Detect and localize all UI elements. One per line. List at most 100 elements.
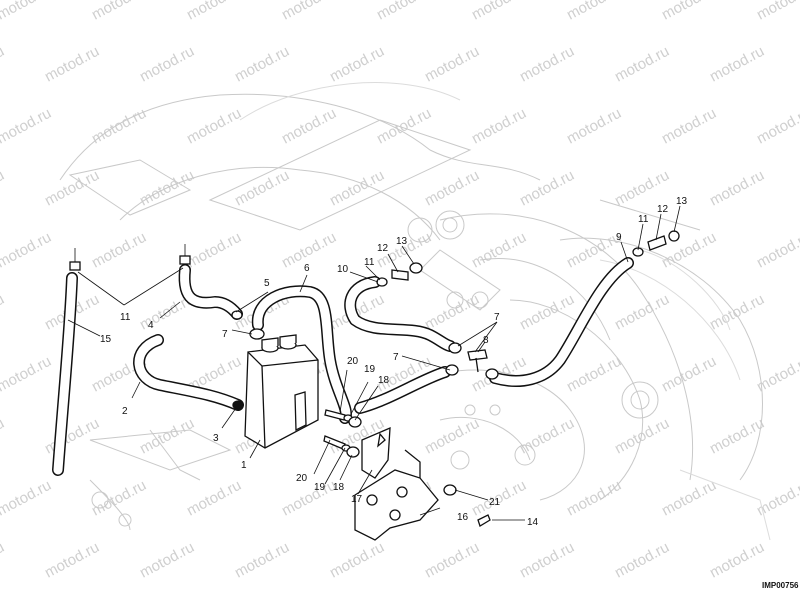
callout-4: 4 bbox=[148, 320, 154, 331]
callout-18b: 18 bbox=[333, 482, 345, 493]
watermark-text: motod.ru bbox=[0, 167, 7, 210]
watermark-text: motod.ru bbox=[374, 0, 434, 24]
watermark-text: motod.ru bbox=[0, 539, 7, 582]
carbon-canister bbox=[244, 334, 319, 449]
watermark-text: motod.ru bbox=[422, 43, 482, 86]
callout-11b: 11 bbox=[364, 257, 375, 268]
callout-15: 15 bbox=[100, 334, 112, 345]
watermark-text: motod.ru bbox=[0, 0, 54, 24]
watermark-text: motod.ru bbox=[0, 43, 7, 86]
callout-1: 1 bbox=[241, 460, 247, 471]
watermark-text: motod.ru bbox=[564, 353, 624, 396]
hose-9 bbox=[489, 257, 634, 387]
watermark-text: motod.ru bbox=[0, 105, 54, 148]
watermark-text: motod.ru bbox=[517, 167, 577, 210]
watermark-text: motod.ru bbox=[707, 167, 767, 210]
watermark-text: motod.ru bbox=[89, 477, 149, 520]
watermark-text: motod.ru bbox=[422, 539, 482, 582]
watermark-text: motod.ru bbox=[279, 105, 339, 148]
watermark-text: motod.ru bbox=[422, 291, 482, 334]
callout-12a: 12 bbox=[377, 243, 389, 254]
watermark-text: motod.ru bbox=[137, 415, 197, 458]
nut-21 bbox=[443, 484, 457, 496]
watermark-text: motod.ru bbox=[659, 105, 719, 148]
watermark-text: motod.ru bbox=[469, 105, 529, 148]
watermark-text: motod.ru bbox=[564, 0, 624, 24]
watermark-text: motod.ru bbox=[754, 353, 800, 396]
callout-7c: 7 bbox=[393, 352, 399, 363]
clamp-7-lower bbox=[445, 364, 459, 376]
hose-4 bbox=[178, 264, 243, 320]
watermark-text: motod.ru bbox=[754, 477, 800, 520]
callout-21: 21 bbox=[489, 497, 501, 508]
mounting-bracket bbox=[354, 426, 439, 541]
callout-11a: 11 bbox=[120, 312, 131, 323]
hose-6 bbox=[251, 285, 352, 424]
watermark-text: motod.ru bbox=[89, 105, 149, 148]
watermark-text: motod.ru bbox=[0, 229, 54, 272]
bolt-20-upper bbox=[324, 409, 346, 421]
watermark-text: motod.ru bbox=[0, 353, 54, 396]
watermark-text: motod.ru bbox=[374, 105, 434, 148]
watermark-text: motod.ru bbox=[754, 105, 800, 148]
washer-13-right bbox=[668, 230, 680, 242]
callout-5: 5 bbox=[264, 278, 270, 289]
callout-labels: 1 2 3 4 5 6 7 7 7 8 9 10 11 11 11 12 12 … bbox=[100, 196, 688, 528]
watermark-text: motod.ru bbox=[279, 0, 339, 24]
watermark-text: motod.ru bbox=[42, 167, 102, 210]
clamp-7-far bbox=[485, 368, 499, 380]
callout-13b: 13 bbox=[676, 196, 688, 207]
callout-20a: 20 bbox=[347, 356, 359, 367]
watermark-text: motod.ru bbox=[0, 291, 7, 334]
watermark-text: motod.ru bbox=[659, 353, 719, 396]
watermark-text: motod.ru bbox=[754, 229, 800, 272]
watermark-text: motod.ru bbox=[612, 539, 672, 582]
watermark-text: motod.ru bbox=[517, 43, 577, 86]
watermark-text: motod.ru bbox=[659, 477, 719, 520]
callout-20b: 20 bbox=[296, 473, 308, 484]
watermark-text: motod.ru bbox=[612, 291, 672, 334]
callout-11c: 11 bbox=[638, 214, 649, 225]
callout-12b: 12 bbox=[657, 204, 669, 215]
valve-12-right bbox=[647, 235, 667, 251]
callout-18a: 18 bbox=[378, 375, 390, 386]
watermark-text: motod.ru bbox=[184, 105, 244, 148]
hose-2 bbox=[133, 334, 244, 411]
watermark-text: motod.ru bbox=[89, 229, 149, 272]
callout-19a: 19 bbox=[364, 364, 376, 375]
grommet-18-upper bbox=[348, 416, 362, 428]
watermark-text: motod.ru bbox=[327, 539, 387, 582]
watermark-text: motod.ru bbox=[754, 0, 800, 24]
watermark-text: motod.ru bbox=[232, 167, 292, 210]
screw-14 bbox=[477, 514, 491, 527]
callout-14: 14 bbox=[527, 517, 539, 528]
watermark-text: motod.ru bbox=[0, 415, 7, 458]
watermark-text: motod.ru bbox=[279, 477, 339, 520]
leader-lines bbox=[67, 205, 681, 521]
fitting-11-mid bbox=[179, 244, 191, 265]
watermark-text: motod.ru bbox=[564, 477, 624, 520]
hose-10 bbox=[344, 276, 456, 352]
watermark-text: motod.ru bbox=[232, 43, 292, 86]
clamp-7-right bbox=[448, 342, 462, 354]
washer-13-center bbox=[409, 262, 423, 274]
grommet-18-lower bbox=[346, 446, 360, 458]
callout-2: 2 bbox=[122, 406, 128, 417]
valve-12-center bbox=[391, 269, 409, 281]
watermark-text: motod.ru bbox=[422, 167, 482, 210]
callout-3: 3 bbox=[213, 433, 219, 444]
callout-19b: 19 bbox=[314, 482, 326, 493]
callout-8: 8 bbox=[483, 335, 489, 346]
watermark-text: motod.ru bbox=[232, 539, 292, 582]
watermark-text: motod.ru bbox=[517, 539, 577, 582]
watermark-text: motod.ru bbox=[659, 0, 719, 24]
watermark-text: motod.ru bbox=[422, 415, 482, 458]
watermark-text: motod.ru bbox=[0, 477, 54, 520]
tee-8 bbox=[467, 349, 488, 373]
watermark-text: motod.ru bbox=[564, 105, 624, 148]
watermark-text: motod.ru bbox=[659, 229, 719, 272]
watermark-text: motod.ru bbox=[327, 43, 387, 86]
watermark-text: motod.ru bbox=[42, 415, 102, 458]
drawing-code: IMP00756 bbox=[762, 581, 799, 590]
